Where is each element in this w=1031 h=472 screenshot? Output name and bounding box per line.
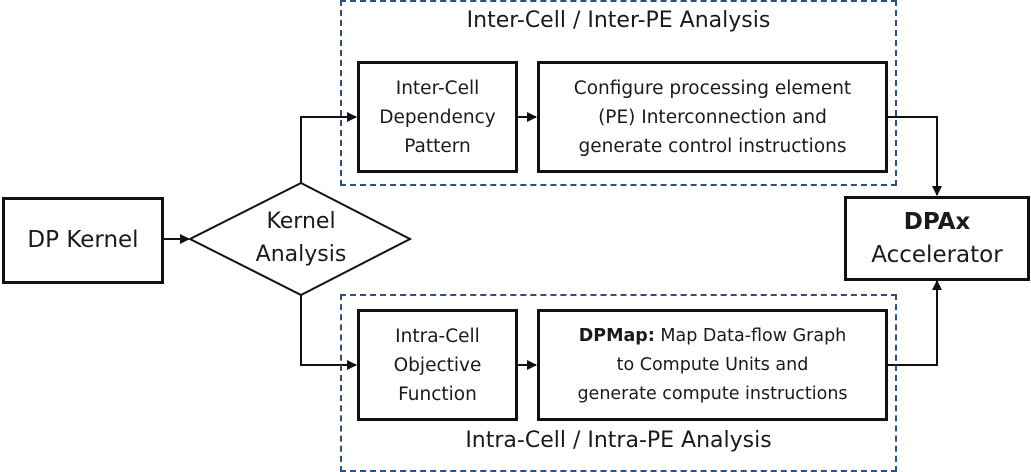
arrow-analysis-to-inter-cell: [300, 112, 357, 183]
intra-cell-line3: Function: [398, 383, 477, 405]
dpax-accelerator-box: DPAx Accelerator: [844, 196, 1030, 281]
dp-kernel-label: DP Kernel: [27, 227, 139, 253]
configure-line2: (PE) Interconnection and: [598, 106, 827, 128]
dpax-title: DPAx: [903, 208, 971, 235]
arrow-dpmap-to-dpax: [887, 280, 942, 366]
inter-cell-line2: Dependency: [379, 106, 496, 128]
kernel-analysis-label: Kernel Analysis: [230, 205, 372, 271]
dpax-subtitle: Accelerator: [871, 241, 1003, 268]
intra-cell-objective-box: Intra-Cell Objective Function: [357, 309, 518, 421]
intra-cell-line2: Objective: [393, 354, 482, 376]
kernel-analysis-line1: Kernel: [266, 209, 336, 234]
dp-kernel-box: DP Kernel: [2, 197, 164, 284]
dpmap-line3: generate compute instructions: [577, 383, 848, 404]
intra-cell-analysis-group: Intra-Cell / Intra-PE Analysis: [340, 294, 897, 472]
intra-cell-line1: Intra-Cell: [395, 325, 480, 347]
configure-line3: generate control instructions: [578, 135, 847, 157]
inter-cell-line1: Inter-Cell: [395, 77, 480, 99]
dpmap-line1-rest: Map Data-flow Graph: [654, 325, 847, 346]
inter-cell-line3: Pattern: [404, 135, 471, 157]
arrow-configure-to-dpax: [887, 116, 942, 196]
inter-group-title: Inter-Cell / Inter-PE Analysis: [466, 8, 771, 33]
dpmap-bold-prefix: DPMap:: [578, 325, 655, 346]
dpmap-line1: DPMap: Map Data-flow Graph: [579, 322, 847, 351]
intra-group-title: Intra-Cell / Intra-PE Analysis: [465, 428, 772, 453]
dpmap-line2: to Compute Units and: [616, 354, 809, 375]
inter-cell-dependency-box: Inter-Cell Dependency Pattern: [357, 61, 518, 173]
configure-line1: Configure processing element: [573, 77, 852, 99]
inter-cell-analysis-group: Inter-Cell / Inter-PE Analysis: [340, 0, 897, 186]
dpmap-box: DPMap: Map Data-flow Graph to Compute Un…: [537, 309, 888, 421]
configure-pe-box: Configure processing element (PE) Interc…: [537, 61, 888, 173]
arrow-analysis-to-intra-cell: [300, 295, 357, 370]
kernel-analysis-line2: Analysis: [255, 242, 347, 267]
